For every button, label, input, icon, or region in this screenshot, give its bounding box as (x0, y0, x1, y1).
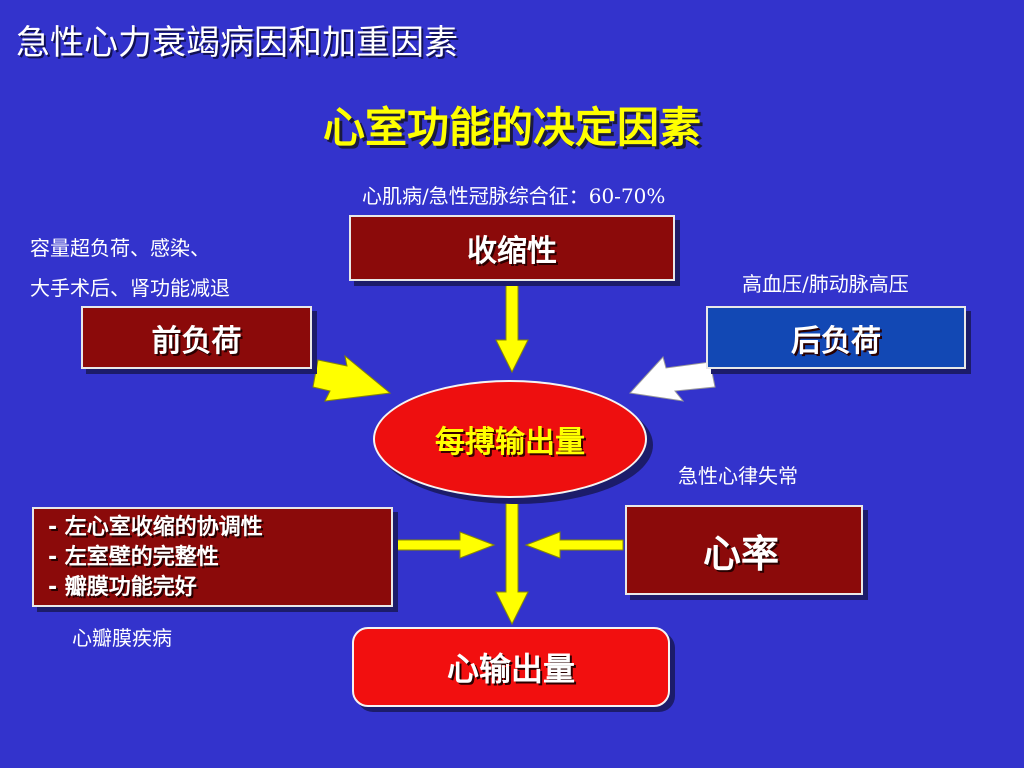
mechanics-item-wall-integrity: - 左室壁的完整性 (48, 545, 219, 570)
mechanics-list: - 左心室收缩的协调性 - 左室壁的完整性 - 瓣膜功能完好 (48, 513, 263, 603)
myocardial-note: 心肌病/急性冠脉综合征：60-70% (362, 184, 666, 208)
afterload-causes-note: 高血压/肺动脉高压 (742, 272, 909, 296)
preload-causes-line1: 容量超负荷、感染、 (30, 236, 210, 260)
ventricular-mechanics-box: - 左心室收缩的协调性 - 左室壁的完整性 - 瓣膜功能完好 (32, 507, 393, 607)
arrow-hr-to-center (524, 531, 624, 559)
main-title: 心室功能的决定因素 (322, 103, 701, 152)
slide-title: 急性心力衰竭病因和加重因素 (16, 23, 458, 63)
arrow-afterload-to-sv (628, 355, 716, 402)
afterload-box: 后负荷 (706, 306, 966, 369)
arrow-contractility-to-sv (495, 282, 529, 374)
valve-disease-note: 心瓣膜疾病 (72, 626, 172, 650)
arrow-mechanics-to-center (396, 531, 496, 559)
arrow-sv-to-co (495, 500, 529, 626)
mechanics-item-valve-function: - 瓣膜功能完好 (48, 575, 197, 600)
preload-causes-line2: 大手术后、肾功能减退 (30, 276, 230, 300)
stroke-volume-ellipse: 每搏输出量 (373, 380, 647, 498)
contractility-box: 收缩性 (349, 215, 675, 281)
heart-rate-box: 心率 (625, 505, 863, 595)
mechanics-item-coordination: - 左心室收缩的协调性 (48, 515, 263, 540)
preload-box: 前负荷 (81, 306, 312, 369)
arrow-preload-to-sv (312, 354, 392, 402)
cardiac-output-box: 心输出量 (352, 627, 670, 707)
arrhythmia-note: 急性心律失常 (678, 464, 798, 488)
